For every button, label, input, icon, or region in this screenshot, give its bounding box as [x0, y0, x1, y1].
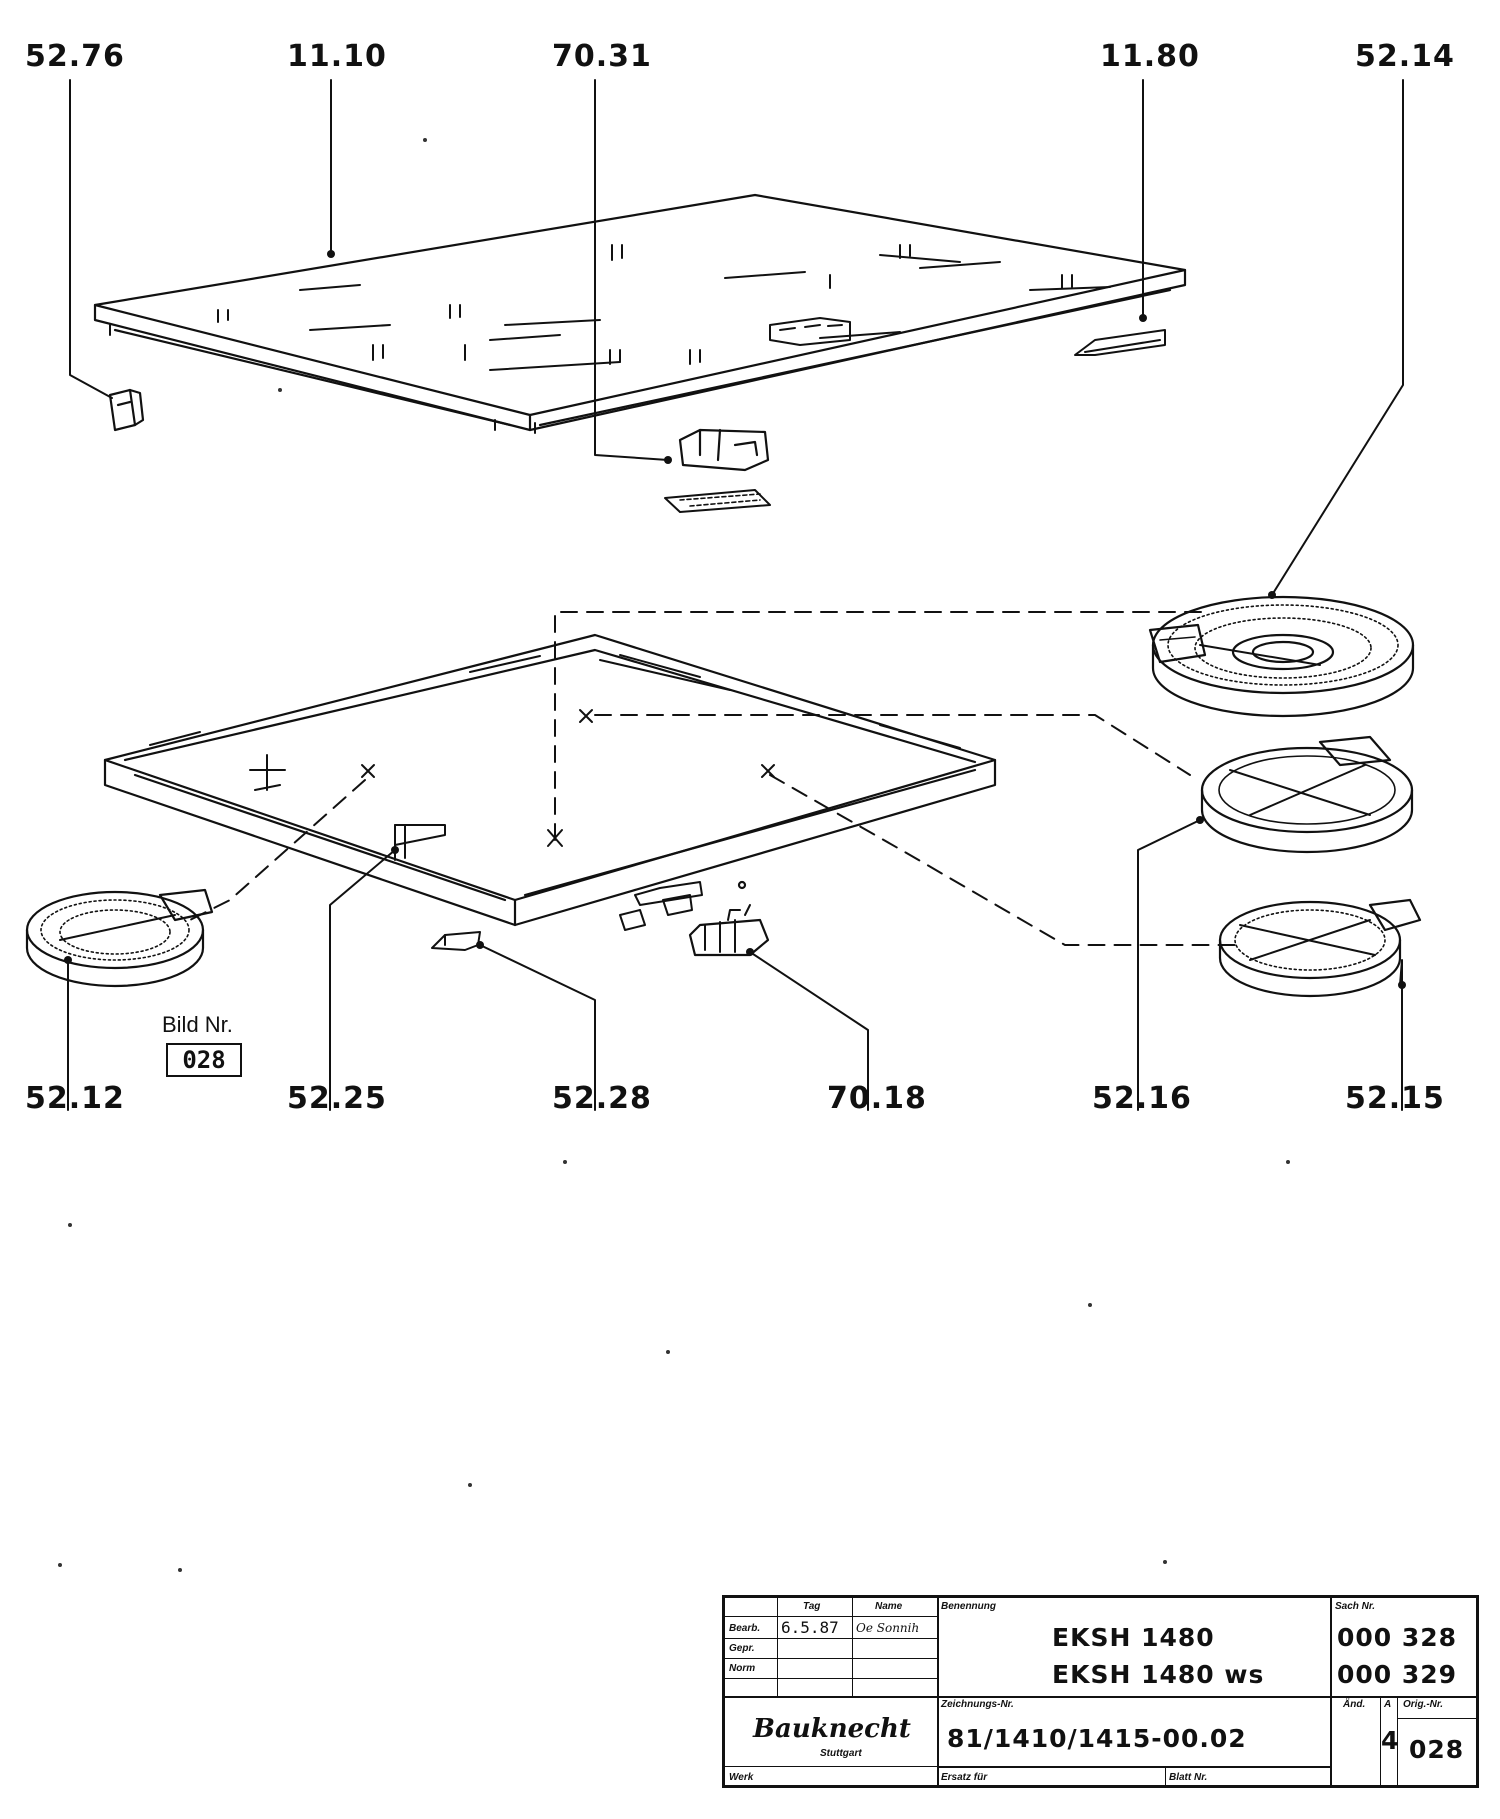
callout-70-18: 70.18 — [827, 1081, 927, 1116]
ersatz-label: Ersatz für — [941, 1772, 988, 1783]
aend-small: A — [1384, 1699, 1392, 1710]
model-2: EKSH 1480 ws — [1052, 1660, 1265, 1689]
sensor-strip — [1074, 329, 1166, 356]
heating-element-52-12 — [25, 888, 214, 988]
assembly-dashed-lines — [189, 611, 1236, 946]
tag-header: Tag — [803, 1601, 821, 1612]
scan-specks — [58, 138, 1290, 1572]
leader-lines — [67, 79, 1404, 1111]
bauknecht-logo: Bauknecht — [753, 1714, 911, 1744]
model-1: EKSH 1480 — [1052, 1623, 1215, 1652]
callout-52-15: 52.15 — [1345, 1081, 1445, 1116]
callout-52-25: 52.25 — [287, 1081, 387, 1116]
callout-70-31: 70.31 — [552, 39, 652, 74]
glass-ceramic-top-plate — [93, 193, 1187, 434]
gepr-label: Gepr. — [729, 1643, 755, 1654]
zeichnung-label: Zeichnungs-Nr. — [941, 1699, 1014, 1710]
leader-dots — [64, 250, 1406, 989]
callout-52-12: 52.12 — [25, 1081, 125, 1116]
brand-city: Stuttgart — [820, 1748, 862, 1759]
callout-11-80: 11.80 — [1100, 39, 1200, 74]
title-block: Tag Name Bearb. 6.5.87 Oe Sonnih Gepr. N… — [722, 1595, 1479, 1788]
terminal-block — [688, 904, 770, 957]
zone-bracket — [394, 824, 446, 861]
orig-value: 028 — [1409, 1735, 1465, 1764]
heating-element-52-14 — [1148, 595, 1415, 718]
callout-52-76: 52.76 — [25, 39, 125, 74]
small-terminal-parts — [619, 880, 747, 931]
blatt-label: Blatt Nr. — [1169, 1772, 1208, 1783]
sach-label: Sach Nr. — [1335, 1601, 1376, 1612]
callout-52-28: 52.28 — [552, 1081, 652, 1116]
aend-value: 4 — [1381, 1726, 1400, 1755]
aend-label: Änd. — [1343, 1699, 1366, 1710]
heating-element-52-15 — [1218, 898, 1422, 998]
support-frame — [103, 633, 997, 927]
werk-label: Werk — [729, 1772, 754, 1783]
zone-markers — [361, 709, 775, 847]
sach-nr-1: 000 328 — [1337, 1623, 1458, 1652]
connector-block — [664, 428, 771, 513]
callout-11-10: 11.10 — [287, 39, 387, 74]
name-header: Name — [875, 1601, 903, 1612]
zeichnung-nr: 81/1410/1415-00.02 — [947, 1724, 1247, 1753]
callout-52-14: 52.14 — [1355, 39, 1455, 74]
bearb-date: 6.5.87 — [781, 1618, 839, 1637]
bild-nr-label: Bild Nr. — [162, 1012, 233, 1037]
bearb-name: Oe Sonnih — [856, 1621, 920, 1635]
orig-label: Orig.-Nr. — [1403, 1699, 1444, 1710]
frame-fixing-cross — [249, 754, 286, 791]
norm-label: Norm — [729, 1663, 756, 1674]
bild-nr-box: 028 — [166, 1043, 242, 1077]
heating-element-52-16 — [1200, 735, 1414, 854]
benennung-label: Benennung — [941, 1601, 996, 1612]
terminal-clamp — [431, 931, 481, 951]
bearb-label: Bearb. — [729, 1623, 761, 1634]
sach-nr-2: 000 329 — [1337, 1660, 1458, 1689]
callout-52-16: 52.16 — [1092, 1081, 1192, 1116]
small-clip — [108, 388, 145, 432]
